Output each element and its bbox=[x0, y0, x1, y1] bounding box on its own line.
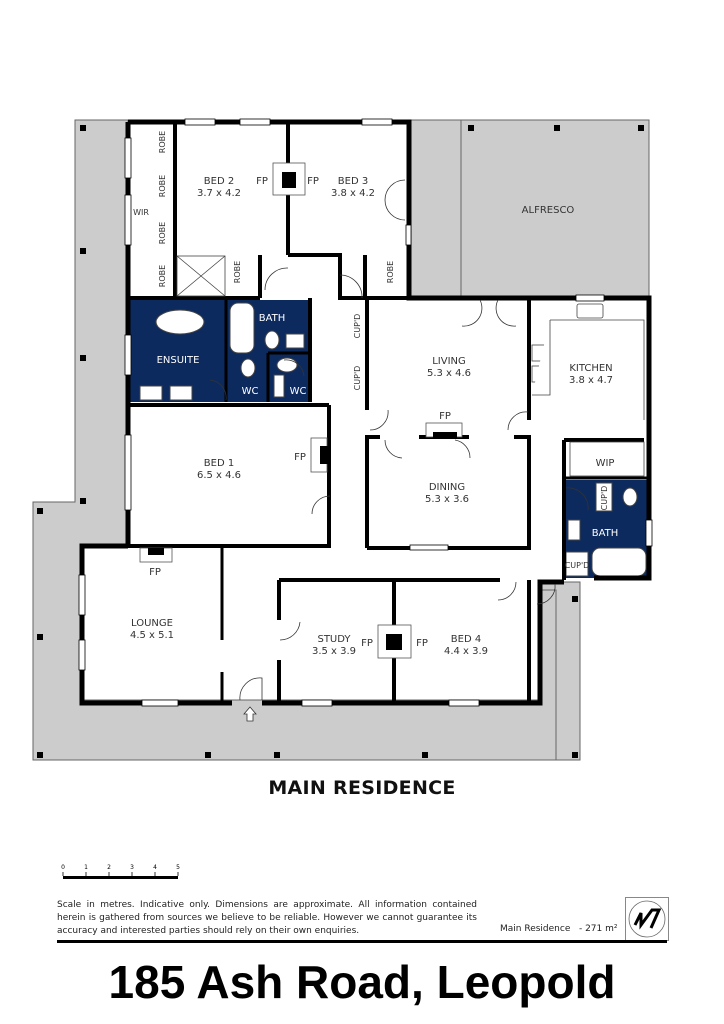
fp-label: FP bbox=[294, 452, 306, 463]
area-value: - 271 m² bbox=[578, 924, 618, 934]
verandah bbox=[32, 119, 650, 761]
area-summary: Main Residence - 271 m² bbox=[500, 924, 618, 934]
room-bath1-name: BATH bbox=[259, 313, 286, 324]
fp-label: FP bbox=[416, 638, 428, 649]
scale-tick: 1 bbox=[84, 864, 88, 871]
scale-tick: 3 bbox=[130, 864, 134, 871]
room-labels: BED 2 3.7 x 4.2 BED 3 3.8 x 4.2 ALFRESCO… bbox=[130, 176, 618, 657]
room-bed2-dims: 3.7 x 4.2 bbox=[197, 188, 241, 199]
windows bbox=[78, 118, 653, 707]
room-lounge-dims: 4.5 x 5.1 bbox=[130, 630, 174, 641]
cupd-label: CUP'D bbox=[565, 561, 590, 570]
entry-arrow-icon bbox=[243, 706, 257, 722]
room-study-dims: 3.5 x 3.9 bbox=[312, 646, 356, 657]
robe-label: ROBE bbox=[158, 131, 167, 153]
scale-tick: 5 bbox=[176, 864, 180, 871]
fp-label: FP bbox=[256, 176, 268, 187]
property-address: 185 Ash Road, Leopold bbox=[108, 956, 616, 1008]
robe-label: ROBE bbox=[386, 261, 395, 283]
room-study-name: STUDY bbox=[317, 634, 351, 645]
room-kitchen-dims: 3.8 x 4.7 bbox=[569, 375, 613, 386]
room-living-name: LIVING bbox=[432, 356, 466, 367]
area-label: Main Residence bbox=[500, 924, 571, 934]
room-alfresco-name: ALFRESCO bbox=[522, 205, 575, 216]
kitchen-fixtures bbox=[531, 303, 645, 477]
fixture-labels: FP FP FP FP FP FP FP WIR ROBE ROBE ROBE … bbox=[133, 131, 609, 649]
room-kitchen-name: KITCHEN bbox=[569, 363, 612, 374]
room-bed3-dims: 3.8 x 4.2 bbox=[331, 188, 375, 199]
room-lounge-name: LOUNGE bbox=[131, 618, 173, 629]
room-bed2-name: BED 2 bbox=[204, 176, 234, 187]
north-arrow-icon bbox=[625, 897, 669, 941]
robe-label: ROBE bbox=[158, 265, 167, 287]
scale-tick: 4 bbox=[153, 864, 157, 871]
room-wc2-name: WC bbox=[290, 386, 307, 397]
room-bed4-name: BED 4 bbox=[451, 634, 481, 645]
wir-label: WIR bbox=[133, 208, 149, 217]
cupd-label: CUP'D bbox=[600, 486, 609, 511]
disclaimer-text: Scale in metres. Indicative only. Dimens… bbox=[57, 900, 477, 936]
scale-tick: 0 bbox=[61, 864, 65, 871]
room-bath2-name: BATH bbox=[592, 528, 619, 539]
robe-label: ROBE bbox=[233, 261, 242, 283]
cupd-label: CUP'D bbox=[353, 366, 362, 391]
room-bed4-dims: 4.4 x 3.9 bbox=[444, 646, 488, 657]
room-wc1-name: WC bbox=[242, 386, 259, 397]
room-dining-dims: 5.3 x 3.6 bbox=[425, 494, 469, 505]
footer-rule bbox=[57, 940, 667, 943]
scale-tick: 2 bbox=[107, 864, 111, 871]
fp-label: FP bbox=[439, 411, 451, 422]
room-bed1-name: BED 1 bbox=[204, 458, 234, 469]
fireplaces bbox=[139, 162, 463, 659]
sanitary-fixtures bbox=[139, 302, 647, 577]
cupd-label: CUP'D bbox=[353, 314, 362, 339]
shower bbox=[176, 255, 226, 297]
room-wip-name: WIP bbox=[596, 458, 615, 469]
robe-label: ROBE bbox=[158, 175, 167, 197]
room-living-dims: 5.3 x 4.6 bbox=[427, 368, 471, 379]
room-bed1-dims: 6.5 x 4.6 bbox=[197, 470, 241, 481]
verandah-posts bbox=[37, 125, 644, 758]
plan-title: MAIN RESIDENCE bbox=[268, 777, 456, 799]
fp-label: FP bbox=[149, 567, 161, 578]
room-ensuite-name: ENSUITE bbox=[157, 355, 200, 366]
scale-bar: 0 1 2 3 4 5 bbox=[61, 864, 180, 879]
room-bed3-name: BED 3 bbox=[338, 176, 368, 187]
fp-label: FP bbox=[361, 638, 373, 649]
robe-label: ROBE bbox=[158, 222, 167, 244]
fp-label: FP bbox=[307, 176, 319, 187]
room-dining-name: DINING bbox=[429, 482, 465, 493]
door-swings bbox=[209, 179, 589, 701]
